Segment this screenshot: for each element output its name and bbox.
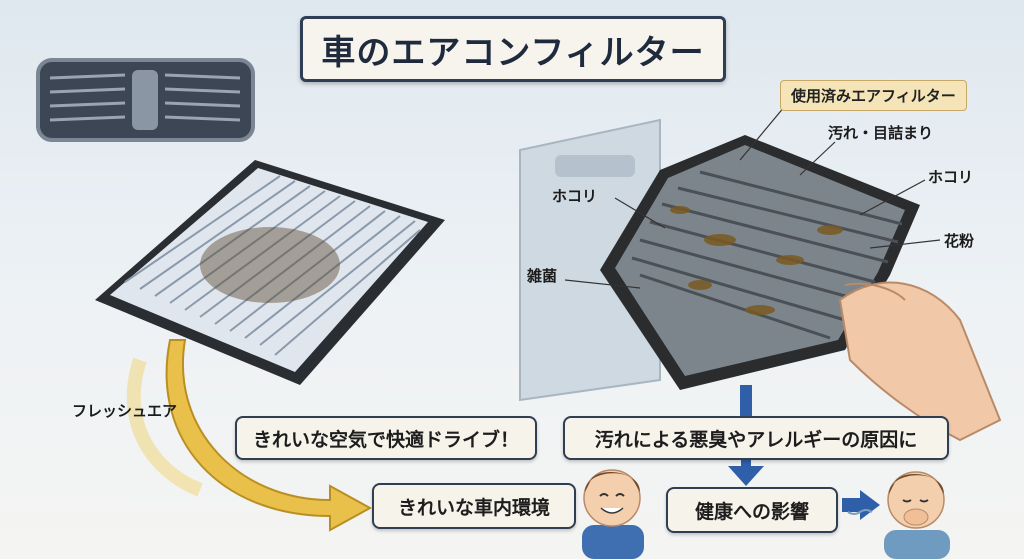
dust-label-right: ホコリ	[928, 168, 974, 186]
clean-drive-text: きれいな空気で快適ドライブ！	[252, 428, 519, 451]
health-impact-box: 健康への影響	[666, 487, 838, 533]
blue-arrows	[728, 385, 880, 520]
bacteria-label: 雑菌	[527, 267, 558, 285]
air-vent	[36, 58, 255, 142]
dirt-clog-label: 汚れ・目詰まり	[828, 124, 934, 142]
clean-environment-box: きれいな車内環境	[372, 483, 576, 529]
fresh-air-label: フレッシュエア	[72, 402, 178, 420]
title-banner: 車のエアコンフィルター	[300, 16, 726, 82]
odor-cause-text: 汚れによる悪臭やアレルギーの原因に	[594, 428, 918, 451]
used-filter	[600, 135, 920, 390]
hand	[838, 281, 1002, 442]
pollen-label: 花粉	[944, 232, 975, 250]
clean-filter	[95, 160, 445, 385]
clean-drive-box: きれいな空気で快適ドライブ！	[235, 416, 537, 460]
odor-cause-box: 汚れによる悪臭やアレルギーの原因に	[563, 416, 949, 460]
page-title: 車のエアコンフィルター	[321, 32, 705, 73]
used-filter-label: 使用済みエアフィルター	[780, 80, 967, 111]
glovebox	[519, 118, 661, 402]
clean-environment-text: きれいな車内環境	[397, 496, 550, 519]
happy-person	[582, 469, 644, 559]
health-impact-text: 健康への影響	[694, 500, 809, 523]
sick-person	[847, 471, 950, 559]
fresh-air-arrow	[126, 339, 373, 532]
dust-label-left: ホコリ	[552, 187, 598, 205]
